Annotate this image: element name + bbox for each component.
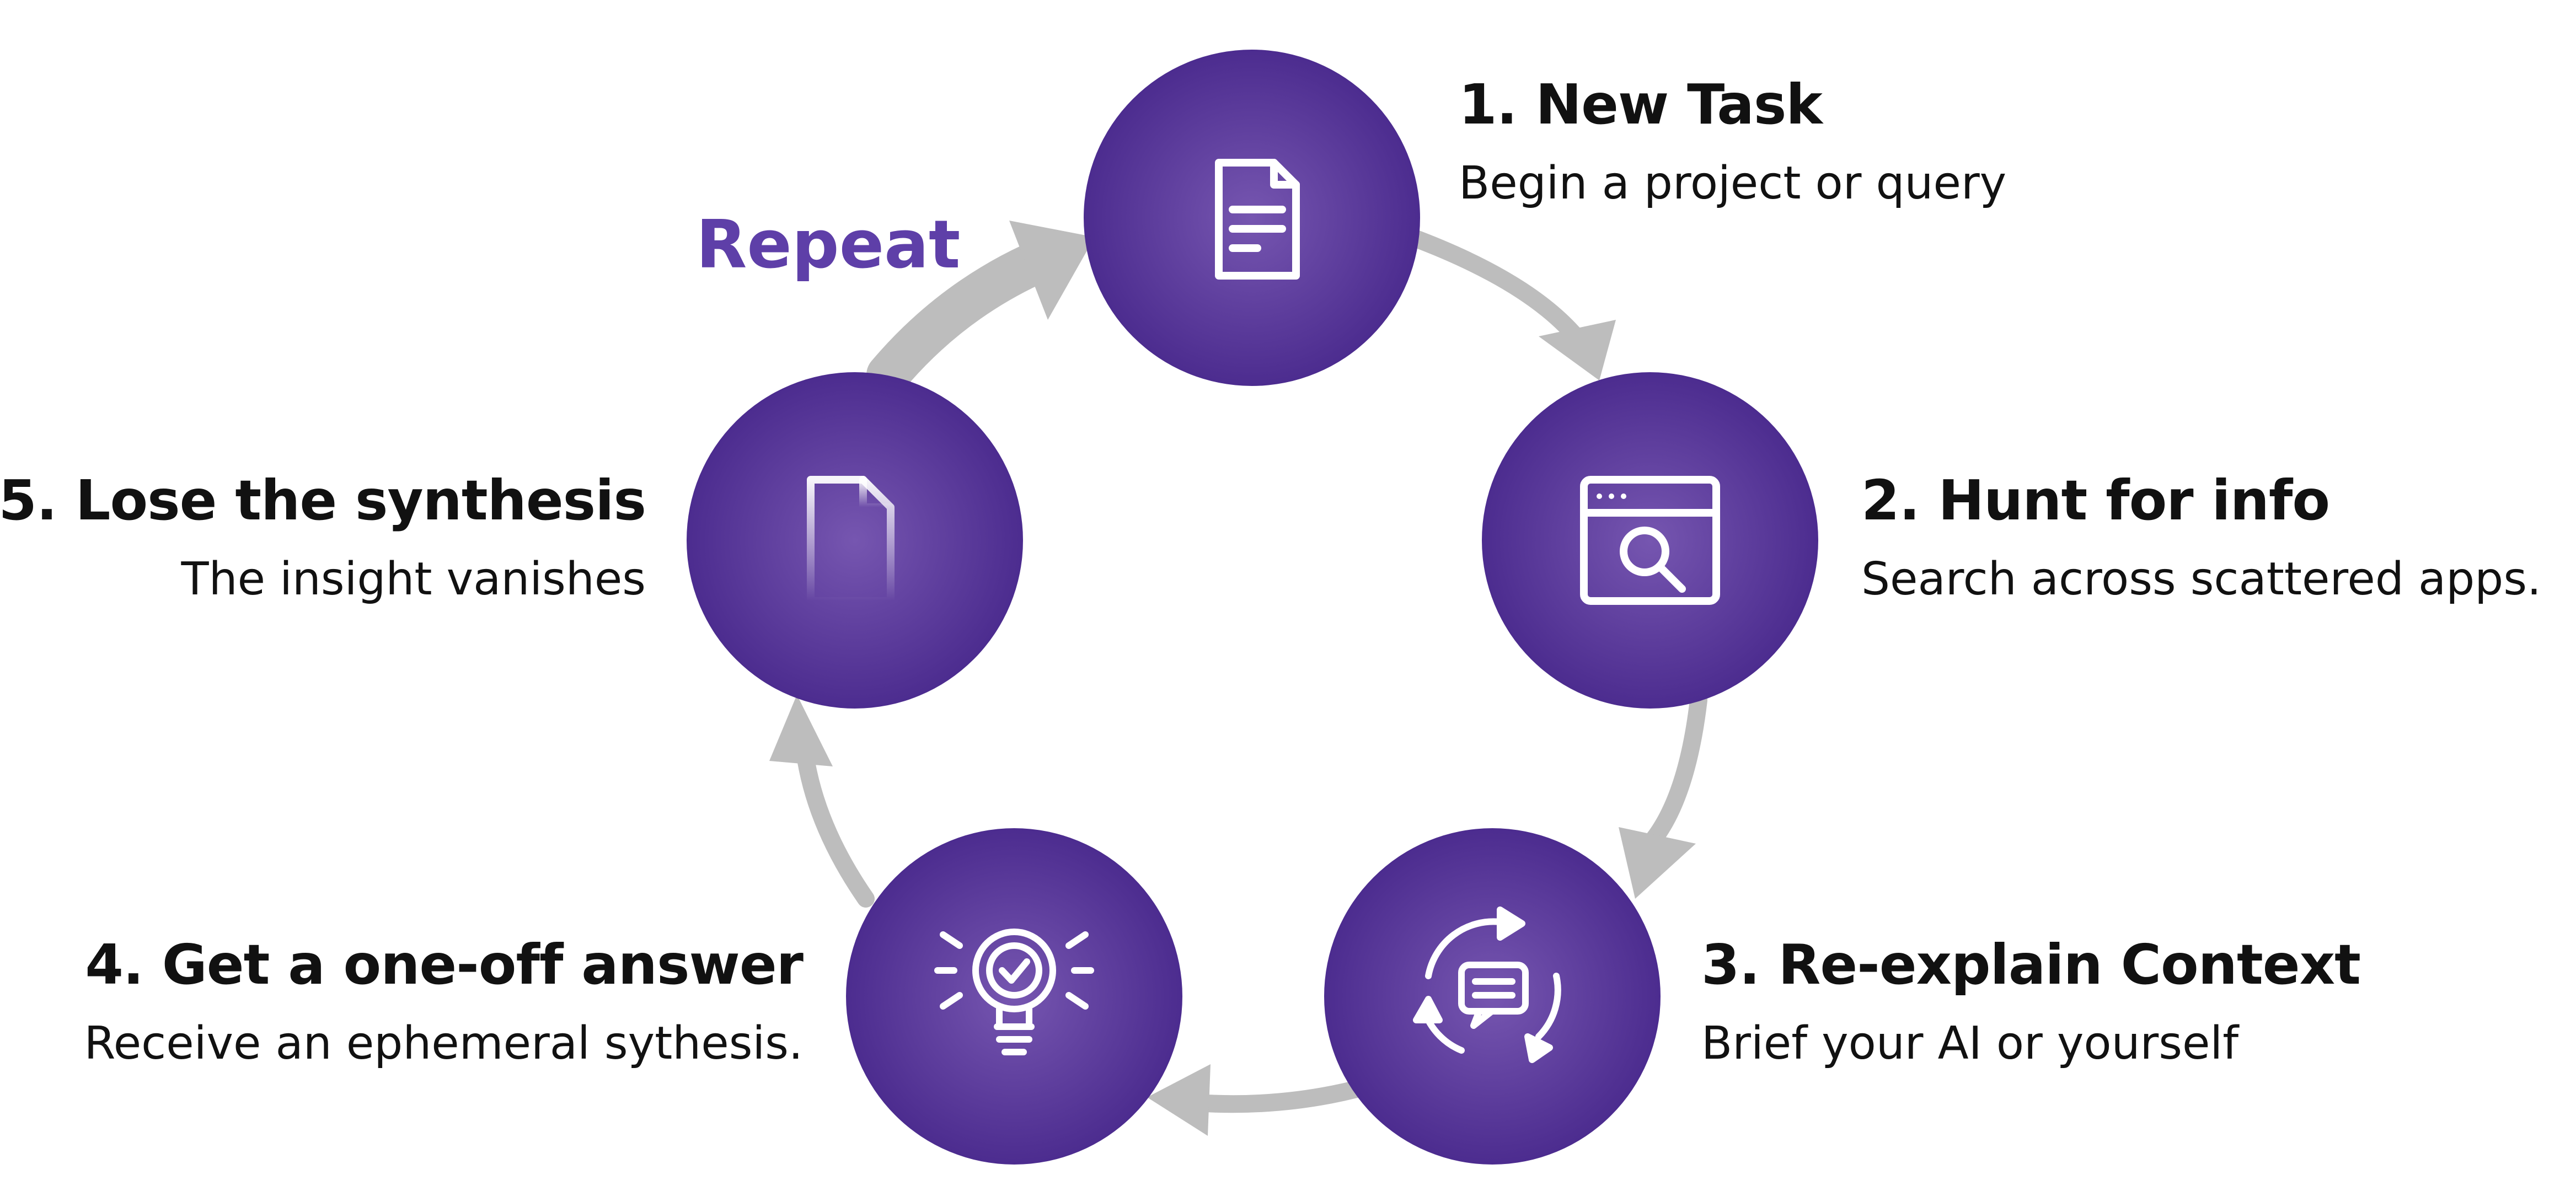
step-4-title: 4. Get a one-off answer <box>85 932 804 997</box>
cycle-chat-icon <box>1413 906 1561 1063</box>
step-5-desc: The insight vanishes <box>181 553 646 605</box>
step-2-title: 2. Hunt for info <box>1861 468 2330 533</box>
fading-document-icon <box>807 476 895 605</box>
browser-search-icon <box>1580 476 1720 605</box>
step-1-desc: Begin a project or query <box>1459 157 2007 210</box>
step-1-title: 1. New Task <box>1459 72 1823 137</box>
arrow-2-to-3 <box>1619 691 1707 899</box>
arrow-5-to-1-repeat <box>866 221 1095 396</box>
document-icon <box>1215 159 1300 280</box>
arrow-4-to-5 <box>769 695 875 908</box>
lightbulb-check-icon <box>934 929 1094 1055</box>
step-2-circle <box>1482 372 1818 709</box>
arrow-1-to-2 <box>1403 228 1616 380</box>
step-3-desc: Brief your AI or yourself <box>1701 1017 2239 1070</box>
arrow-3-to-4 <box>1147 1064 1365 1136</box>
step-3-title: 3. Re-explain Context <box>1701 932 2361 997</box>
repeat-label: Repeat <box>696 207 961 283</box>
step-1-circle <box>1084 50 1420 386</box>
step-2-desc: Search across scattered apps. <box>1861 553 2542 605</box>
step-5-title: 5. Lose the synthesis <box>0 468 646 533</box>
step-4-desc: Receive an ephemeral sythesis. <box>84 1017 803 1070</box>
